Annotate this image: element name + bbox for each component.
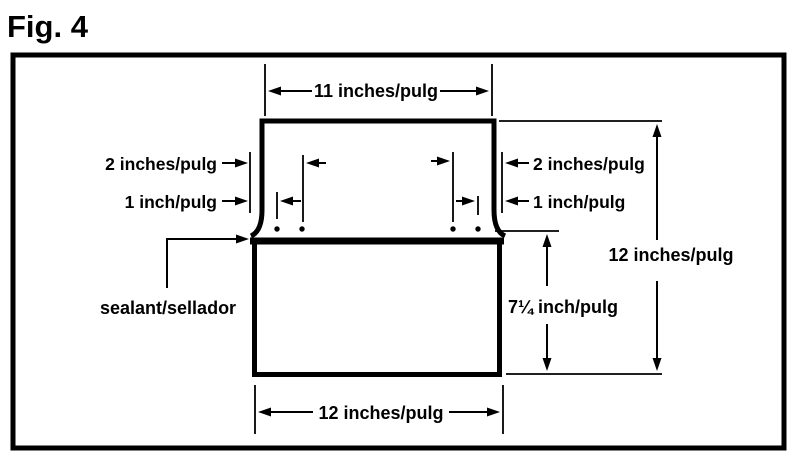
base-shape bbox=[252, 244, 502, 377]
channel-shape bbox=[249, 118, 507, 239]
arrow-down-icon bbox=[542, 358, 552, 371]
dim-label-right-1in: 1 inch/pulg bbox=[533, 192, 625, 212]
sealant-callout: sealant/sellador bbox=[100, 234, 249, 318]
leader-line bbox=[166, 238, 236, 288]
dim-label-left-2in: 2 inches/pulg bbox=[105, 154, 217, 174]
arrow-right-icon bbox=[236, 234, 249, 244]
dim-label-right-2in: 2 inches/pulg bbox=[533, 154, 645, 174]
dim-label-total-height: 12 inches/pulg bbox=[608, 245, 733, 265]
dim-label-left-1in: 1 inch/pulg bbox=[125, 192, 217, 212]
arrow-left-icon bbox=[306, 158, 319, 168]
arrow-right-icon bbox=[487, 407, 500, 417]
arrow-right-icon bbox=[462, 196, 475, 206]
dim-base-height: 7¼ inch/pulg bbox=[495, 230, 618, 371]
dim-base-width: 12 inches/pulg bbox=[254, 385, 504, 434]
arrow-right-icon bbox=[235, 158, 248, 168]
arrow-left-icon bbox=[258, 407, 271, 417]
fastener-dot bbox=[274, 226, 280, 232]
channel-right-wall bbox=[491, 121, 507, 239]
arrow-left-icon bbox=[505, 158, 518, 168]
dim-top-width: 11 inches/pulg bbox=[264, 64, 493, 116]
dim-label-base-width: 12 inches/pulg bbox=[318, 403, 443, 423]
arrow-left-icon bbox=[268, 86, 281, 96]
arrow-left-icon bbox=[280, 196, 293, 206]
fastener-dot bbox=[450, 226, 456, 232]
dim-right-offsets: 2 inches/pulg 1 inch/pulg bbox=[431, 152, 645, 222]
arrow-up-icon bbox=[542, 234, 552, 247]
arrow-up-icon bbox=[652, 124, 662, 137]
arrow-right-icon bbox=[476, 86, 489, 96]
dim-label-base-height: 7¼ inch/pulg bbox=[508, 297, 618, 317]
fastener-dot bbox=[475, 226, 481, 232]
arrow-down-icon bbox=[652, 358, 662, 371]
dim-left-offsets: 2 inches/pulg 1 inch/pulg bbox=[105, 152, 326, 222]
arrow-right-icon bbox=[437, 156, 450, 166]
arrow-left-icon bbox=[505, 196, 518, 206]
channel-left-wall bbox=[249, 121, 265, 239]
sealant-label: sealant/sellador bbox=[100, 298, 236, 318]
figure-title: Fig. 4 bbox=[7, 9, 89, 44]
dim-total-height: 12 inches/pulg bbox=[499, 120, 734, 375]
arrow-right-icon bbox=[235, 196, 248, 206]
fastener-dots bbox=[274, 226, 481, 232]
dim-label-top-width: 11 inches/pulg bbox=[314, 81, 438, 101]
fastener-dot bbox=[299, 226, 305, 232]
